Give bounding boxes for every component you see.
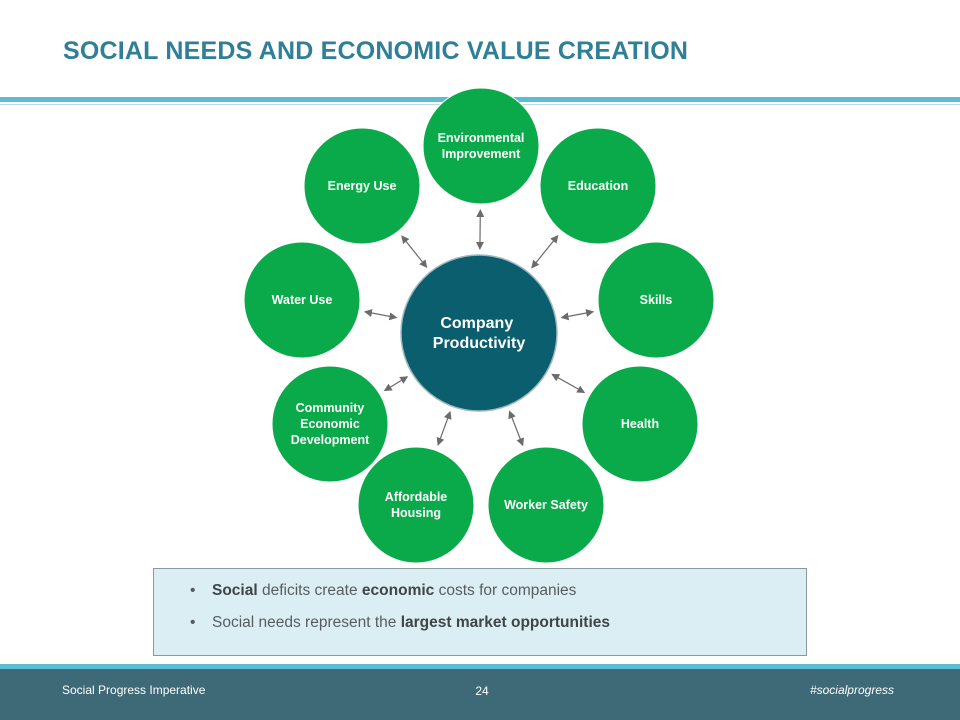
key-point-2: Social needs represent the largest marke… bbox=[190, 613, 806, 633]
node-label-energy-use: Energy Use bbox=[328, 179, 397, 193]
node-health: Health bbox=[581, 365, 699, 483]
node-circle-affordable-housing bbox=[357, 446, 475, 564]
connector-group bbox=[363, 208, 595, 447]
node-circle-energy-use bbox=[303, 127, 421, 245]
node-label-education: Education bbox=[568, 179, 628, 193]
node-circle-skills bbox=[597, 241, 715, 359]
connector-arrow-community-economic-development bbox=[383, 376, 409, 392]
connector-arrow-water-use bbox=[363, 309, 398, 321]
key-points-list: Social deficits create economic costs fo… bbox=[154, 581, 806, 633]
key-point-2-text: Social needs represent the bbox=[212, 614, 401, 631]
connector-arrow-health bbox=[551, 373, 586, 394]
key-point-1-bold-economic: economic bbox=[361, 582, 435, 599]
hub-group: Company Productivity bbox=[400, 254, 558, 412]
node-label-line-community-economic-development-1: Community bbox=[296, 401, 365, 415]
page-number: 24 bbox=[475, 684, 489, 698]
node-label-line-skills-1: Skills bbox=[640, 293, 673, 307]
connector-arrow-education bbox=[531, 234, 559, 269]
connector-arrow-worker-safety bbox=[508, 410, 524, 447]
hub-circle bbox=[400, 254, 558, 412]
hub-label: Company Productivity bbox=[433, 315, 526, 352]
footer-bar: Social Progress Imperative 24 #socialpro… bbox=[0, 669, 960, 720]
hub-label-line-1: Company bbox=[440, 315, 513, 332]
node-label-line-environmental-improvement-1: Environmental bbox=[438, 131, 525, 145]
key-point-1-bold-social: Social bbox=[212, 582, 258, 599]
key-points-box: Social deficits create economic costs fo… bbox=[153, 568, 807, 656]
key-point-1-text-a: deficits create bbox=[257, 582, 362, 599]
key-point-1-text-b: costs for companies bbox=[434, 582, 577, 599]
node-label-health: Health bbox=[621, 417, 659, 431]
node-label-line-energy-use-1: Energy Use bbox=[328, 179, 397, 193]
node-label-line-worker-safety-1: Worker Safety bbox=[504, 498, 588, 512]
connector-arrow-affordable-housing bbox=[436, 410, 452, 446]
node-circle-worker-safety bbox=[487, 446, 605, 564]
node-skills: Skills bbox=[597, 241, 715, 359]
connector-arrow-skills bbox=[560, 309, 595, 321]
node-circle-education bbox=[539, 127, 657, 245]
node-education: Education bbox=[539, 127, 657, 245]
footer-hashtag: #socialprogress bbox=[809, 683, 894, 697]
bottom-divider bbox=[0, 664, 960, 669]
node-circle-environmental-improvement bbox=[422, 87, 540, 205]
hub-label-line-2: Productivity bbox=[433, 335, 526, 352]
node-label-line-health-1: Health bbox=[621, 417, 659, 431]
node-water-use: Water Use bbox=[243, 241, 361, 359]
node-label-line-water-use-1: Water Use bbox=[272, 293, 333, 307]
node-label-line-community-economic-development-3: Development bbox=[291, 433, 370, 447]
node-energy-use: Energy Use bbox=[303, 127, 421, 245]
node-label-skills: Skills bbox=[640, 293, 673, 307]
node-worker-safety: Worker Safety bbox=[487, 446, 605, 564]
node-circle-water-use bbox=[243, 241, 361, 359]
key-point-2-bold: largest market opportunities bbox=[400, 614, 610, 631]
key-point-1: Social deficits create economic costs fo… bbox=[190, 581, 806, 601]
node-circle-health bbox=[581, 365, 699, 483]
node-label-line-affordable-housing-1: Affordable bbox=[385, 490, 448, 504]
node-circle-community-economic-development bbox=[271, 365, 389, 483]
footer-organization: Social Progress Imperative bbox=[62, 683, 206, 697]
connector-arrow-energy-use bbox=[401, 235, 428, 269]
node-label-line-environmental-improvement-2: Improvement bbox=[442, 147, 521, 161]
node-label-worker-safety: Worker Safety bbox=[504, 498, 588, 512]
node-label-line-community-economic-development-2: Economic bbox=[300, 417, 360, 431]
node-label-line-education-1: Education bbox=[568, 179, 628, 193]
page-title: SOCIAL NEEDS AND ECONOMIC VALUE CREATION bbox=[63, 37, 689, 65]
node-label-line-affordable-housing-2: Housing bbox=[391, 506, 441, 520]
node-label-water-use: Water Use bbox=[272, 293, 333, 307]
